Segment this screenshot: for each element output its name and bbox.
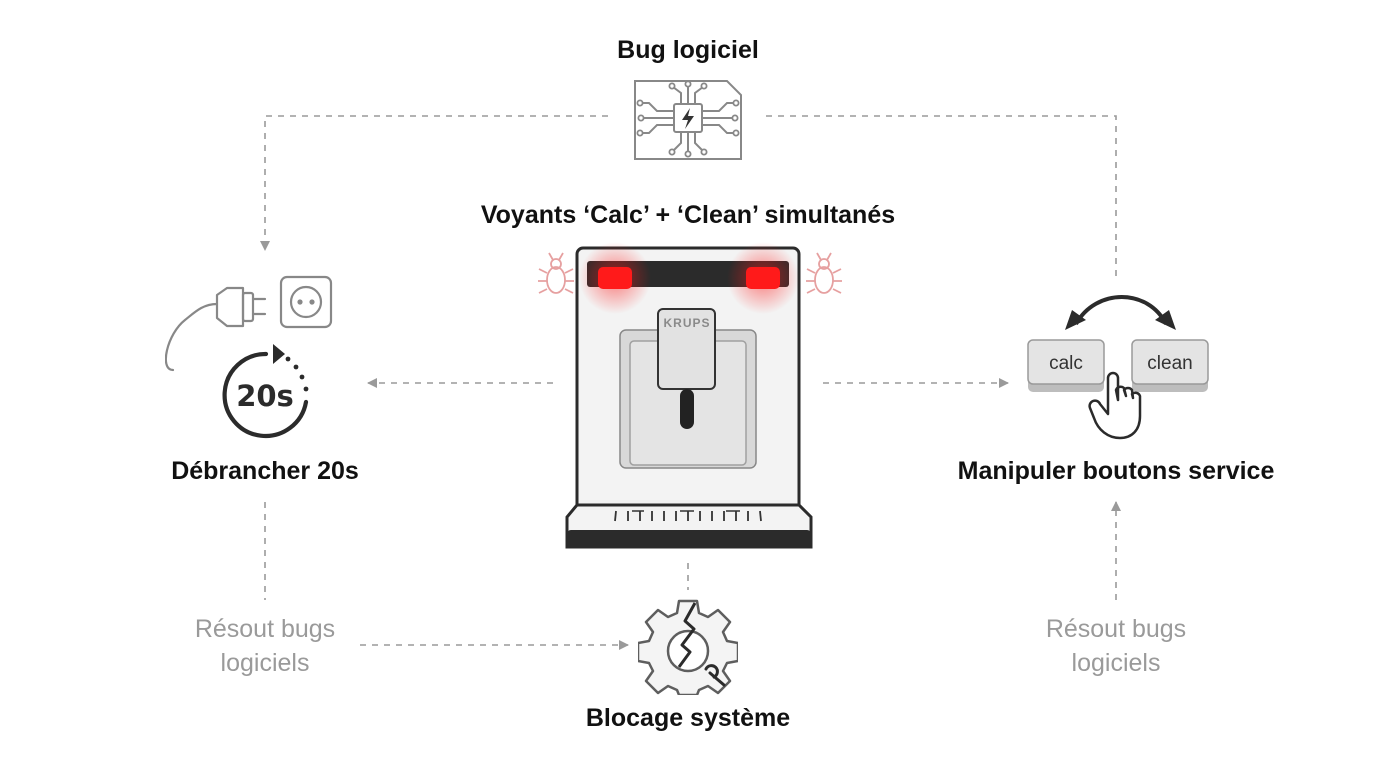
clean-key-label: clean [1147, 353, 1192, 374]
krups-brand-text: KRUPS [663, 316, 710, 330]
note-left-line2: logiciels [220, 649, 310, 677]
note-right: Résout bugs logiciels [1016, 612, 1216, 680]
bug-logiciel-label: Bug logiciel [617, 36, 759, 64]
service-buttons-icon: calc clean [1027, 295, 1209, 440]
wrench-icon [704, 664, 726, 687]
bug-icon-right [806, 252, 842, 294]
hand-pointer-icon [1088, 371, 1142, 440]
voyants-label: Voyants ‘Calc’ + ‘Clean’ simultanés [480, 201, 896, 229]
blocage-label: Blocage système [585, 704, 791, 732]
bug-to-service-connector [766, 115, 1117, 276]
coffee-machine: KRUPS [538, 242, 842, 549]
note-right-line1: Résout bugs [1045, 615, 1187, 643]
manipuler-label: Manipuler boutons service [957, 457, 1275, 485]
bug-icon-left [538, 252, 574, 294]
debrancher-label: Débrancher 20s [171, 457, 359, 485]
note-left-line1: Résout bugs [194, 615, 336, 643]
clean-key: clean [1131, 339, 1209, 392]
timer-20s-icon: 20s [222, 344, 309, 439]
note-right-line2: logiciels [1071, 649, 1161, 677]
note-left: Résout bugs logiciels [165, 612, 365, 680]
calc-indicator-light [598, 267, 632, 289]
timer-text: 20s [236, 379, 294, 413]
bug-to-unplug-connector [260, 115, 608, 251]
circuit-chip-icon [634, 80, 742, 160]
calc-key-label: calc [1049, 353, 1083, 374]
calc-key: calc [1027, 339, 1105, 392]
plug-socket-icon [165, 275, 333, 372]
clean-indicator-light [746, 267, 780, 289]
broken-gear-icon [638, 599, 738, 695]
